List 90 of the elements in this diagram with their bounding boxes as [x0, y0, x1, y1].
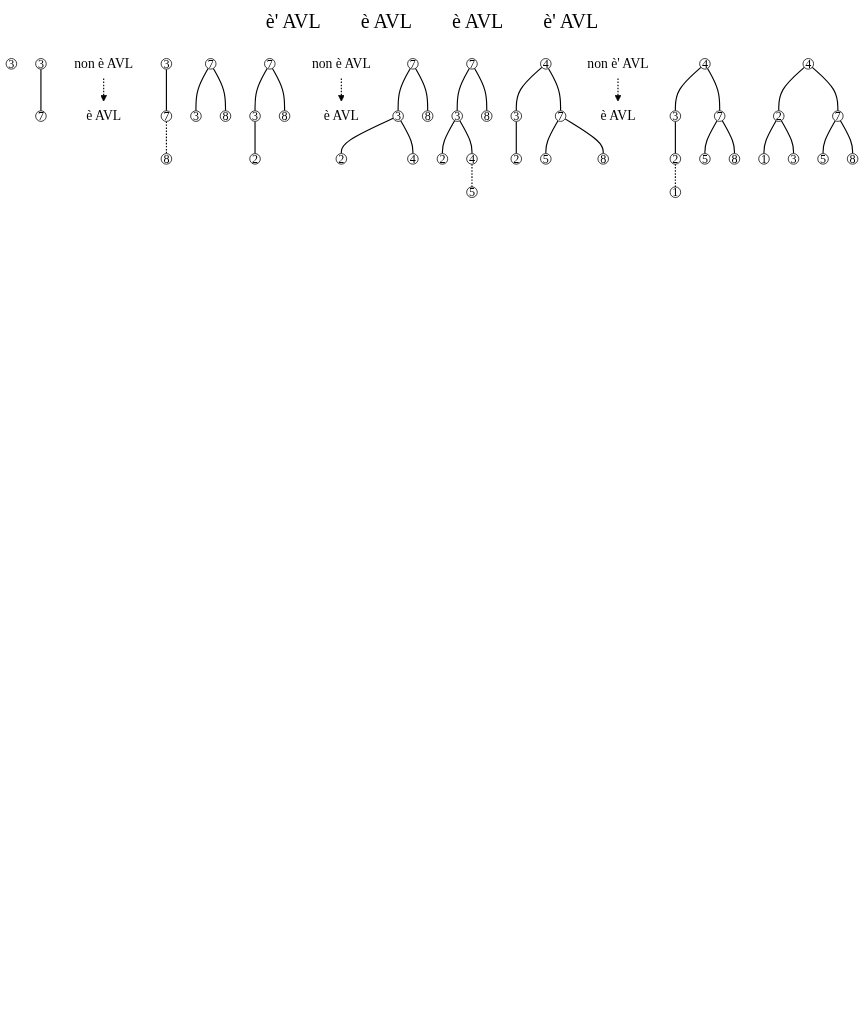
node-circle: 8: [846, 153, 859, 165]
connector: [674, 163, 676, 188]
node-circle: 8: [728, 153, 741, 165]
connector: [271, 67, 286, 112]
connector: [397, 67, 411, 112]
node-circle: 7: [832, 110, 844, 122]
caption-text: è' AVL: [265, 10, 321, 33]
connector: [474, 67, 488, 112]
caption-text: è AVL: [452, 10, 504, 33]
node-circle: 3: [160, 58, 173, 70]
arrow: [100, 78, 107, 102]
node-circle: 7: [407, 58, 419, 70]
connector: [165, 68, 167, 112]
node-circle: 1: [669, 186, 682, 198]
node-circle: 4: [802, 58, 814, 70]
node-circle: 8: [481, 110, 493, 122]
node-circle: 7: [35, 110, 47, 122]
connector: [340, 117, 394, 155]
node-circle: 3: [510, 110, 522, 122]
node-circle: 4: [466, 153, 478, 165]
node-circle: 7: [714, 110, 726, 122]
connector: [704, 120, 718, 155]
connector: [811, 66, 839, 112]
node-circle: 2: [773, 110, 785, 122]
connector: [441, 120, 456, 155]
caption-text: è AVL: [360, 10, 412, 33]
connector: [254, 120, 256, 155]
connector: [547, 67, 562, 112]
connector: [822, 120, 836, 155]
node-circle: 2: [335, 153, 348, 165]
node-circle: 8: [597, 153, 609, 165]
node-circle: 3: [392, 110, 404, 122]
caption-text: è' AVL: [543, 10, 599, 33]
node-text: non è AVL: [74, 55, 134, 72]
node-circle: 8: [219, 110, 232, 122]
node-text: non è' AVL: [587, 55, 649, 72]
connector: [195, 67, 209, 112]
connector: [674, 120, 676, 155]
node-circle: 3: [669, 110, 682, 122]
connector: [564, 118, 604, 155]
node-circle: 7: [205, 58, 217, 70]
node-circle: 7: [554, 110, 567, 122]
connector: [459, 120, 473, 155]
node-circle: 5: [466, 186, 478, 198]
connector: [515, 120, 517, 155]
node-circle: 3: [787, 153, 800, 165]
node-text: è AVL: [600, 108, 636, 124]
node-circle: 4: [540, 58, 552, 70]
node-circle: 7: [466, 58, 478, 70]
node-circle: 2: [669, 153, 682, 165]
connector: [545, 120, 559, 155]
arrow: [338, 78, 345, 102]
node-circle: 3: [5, 58, 18, 70]
node-circle: 2: [249, 153, 261, 165]
node-circle: 5: [817, 153, 829, 165]
connector: [40, 68, 42, 112]
node-circle: 3: [451, 110, 463, 122]
connector: [254, 67, 268, 112]
node-circle: 3: [35, 58, 47, 70]
node-text: è AVL: [323, 108, 359, 124]
node-circle: 5: [540, 153, 552, 165]
connector: [414, 67, 429, 112]
node-text: è AVL: [86, 108, 122, 124]
connector: [721, 120, 736, 155]
node-circle: 2: [510, 153, 522, 165]
connector: [780, 120, 795, 155]
node-circle: 3: [190, 110, 202, 122]
node-text: non è AVL: [311, 55, 371, 72]
node-circle: 3: [249, 110, 261, 122]
connector: [763, 120, 777, 155]
connector: [400, 120, 414, 155]
node-circle: 1: [758, 153, 770, 165]
connector: [456, 67, 470, 112]
connector: [839, 120, 854, 155]
node-circle: 2: [436, 153, 449, 165]
node-circle: 5: [699, 153, 711, 165]
node-circle: 8: [160, 153, 173, 165]
node-circle: 8: [422, 110, 434, 122]
connector: [212, 67, 227, 112]
node-circle: 7: [160, 110, 173, 122]
connector: [515, 66, 543, 112]
node-circle: 7: [264, 58, 276, 70]
connector: [778, 66, 805, 112]
node-circle: 4: [699, 58, 711, 70]
connector: [471, 163, 473, 188]
connector: [674, 66, 702, 112]
arrow: [614, 78, 622, 102]
node-circle: 4: [407, 153, 419, 165]
node-circle: 8: [278, 110, 291, 122]
connector: [706, 67, 721, 112]
